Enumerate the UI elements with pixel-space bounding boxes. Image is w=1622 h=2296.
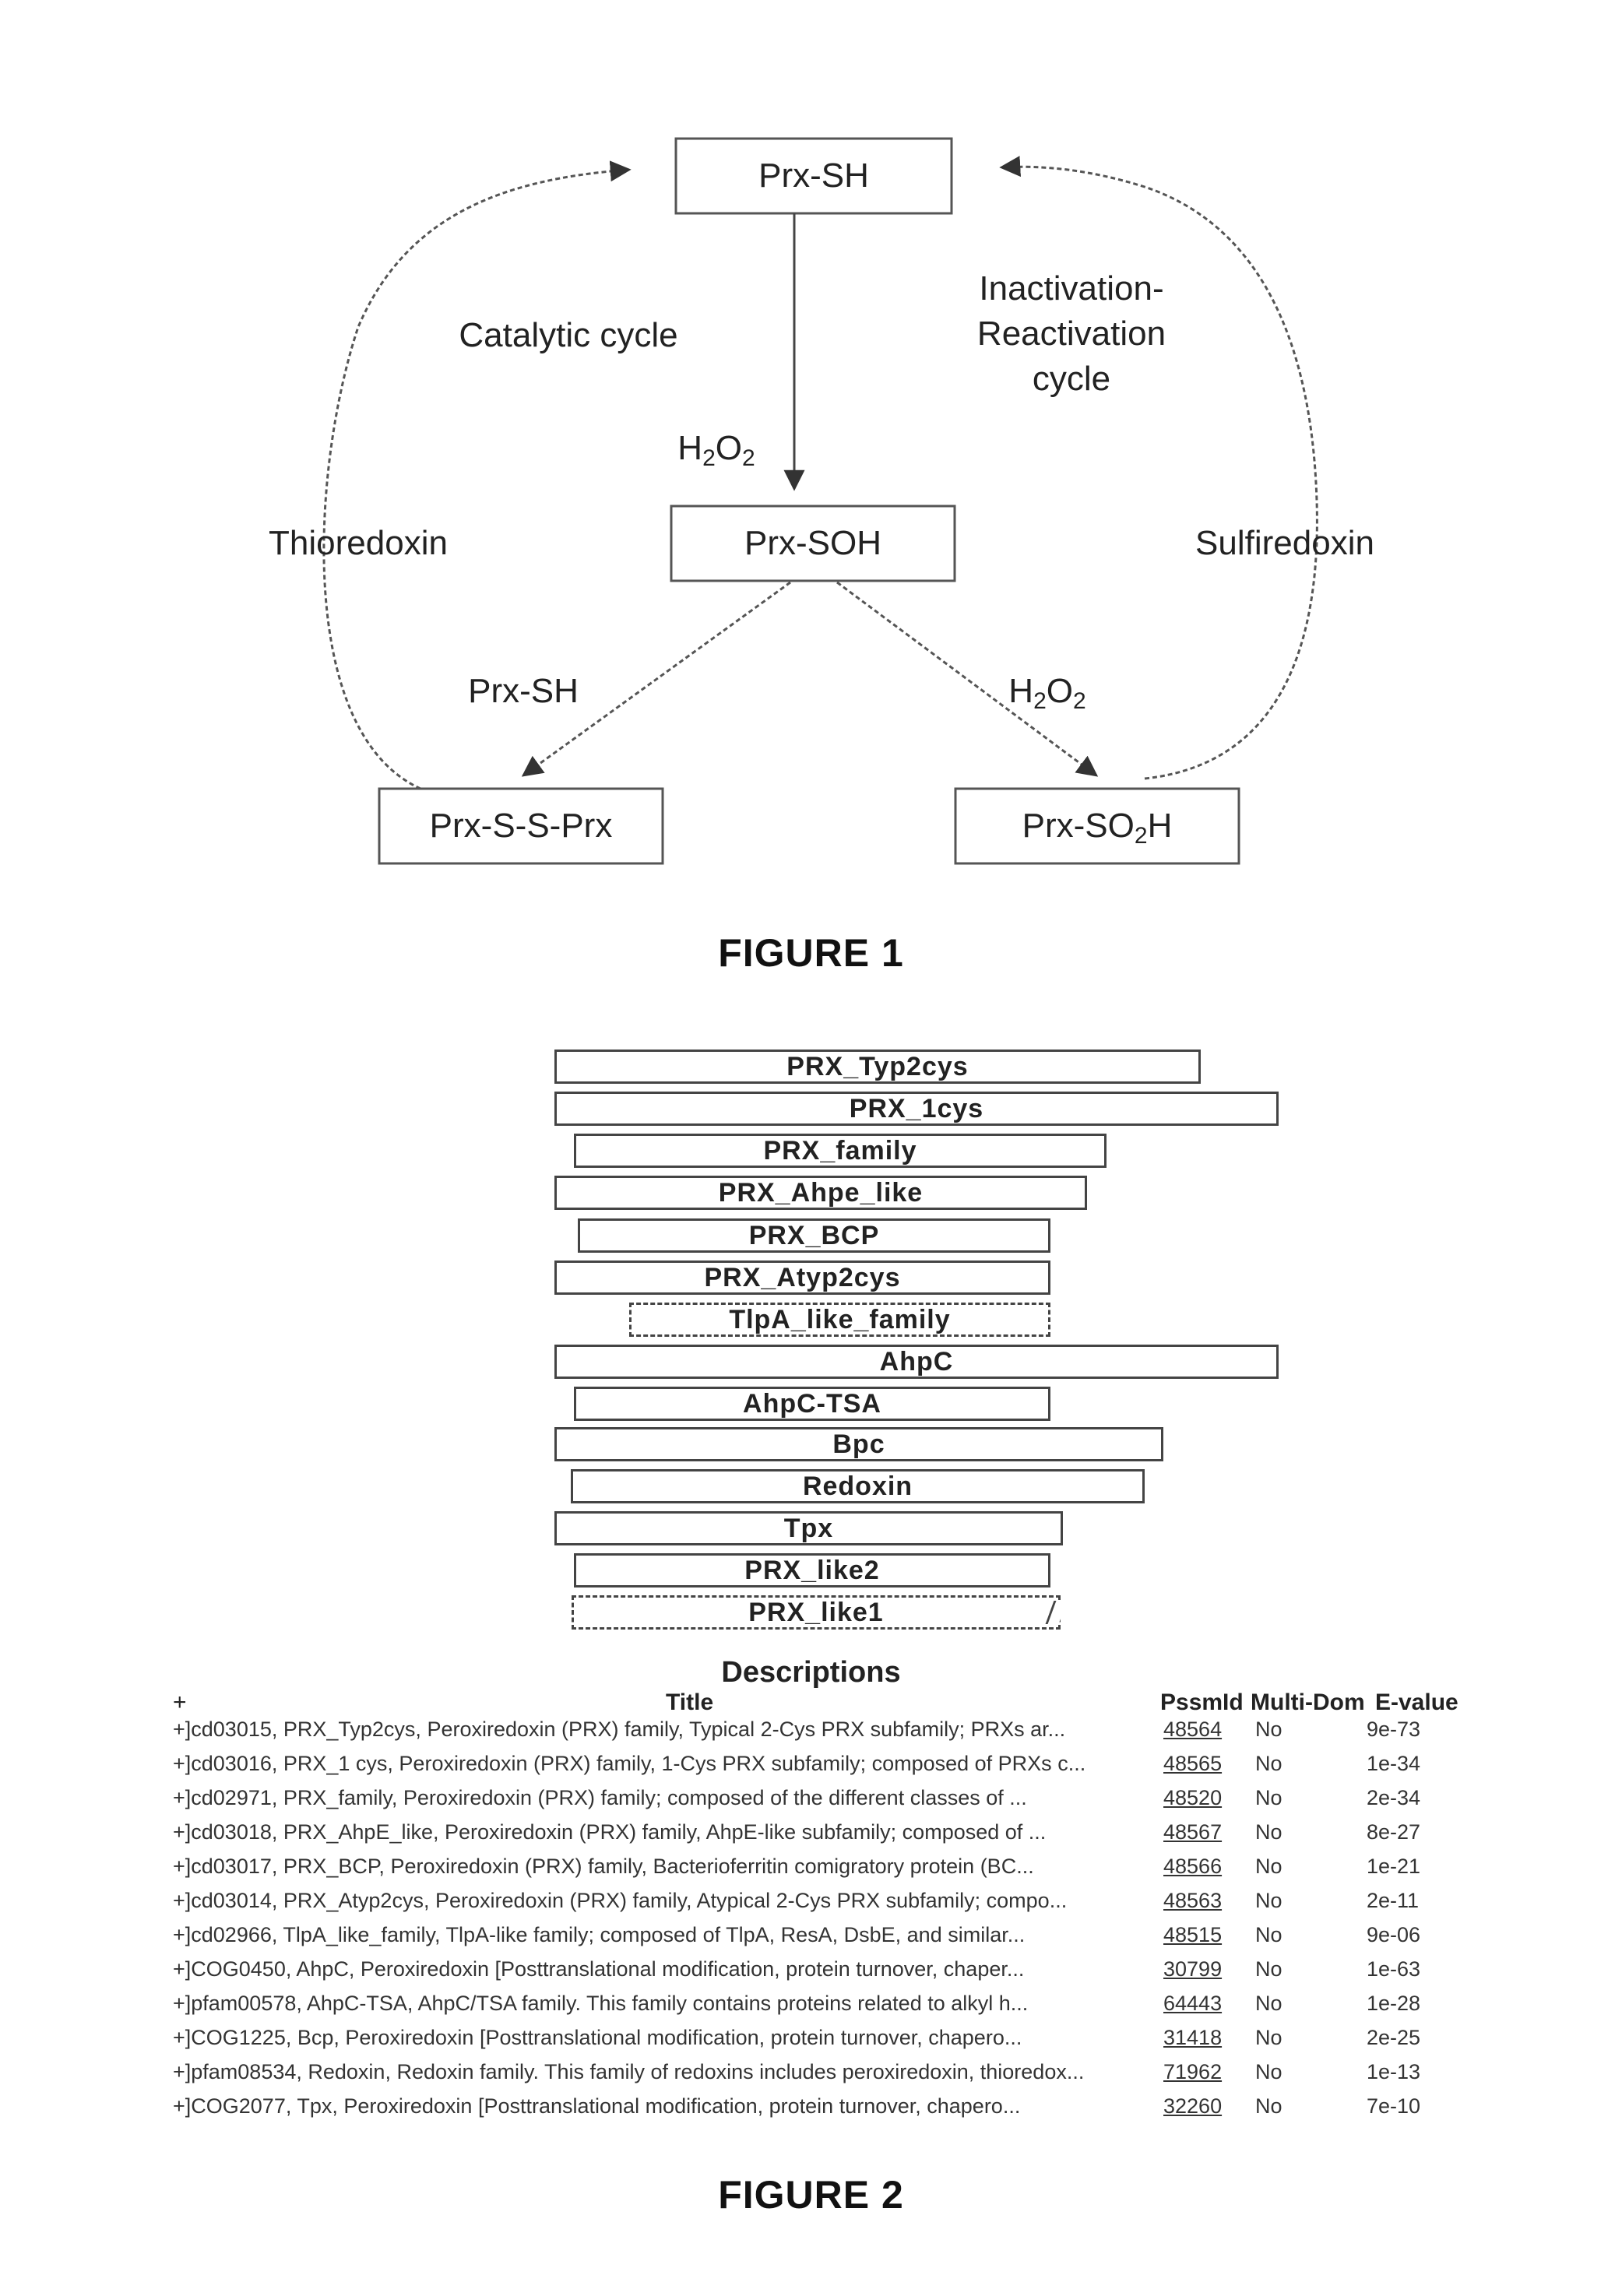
domain-bar-tlpa-like-family[interactable]: TlpA_like_family [629, 1303, 1050, 1337]
column-header-evalue: E-value [1375, 1689, 1458, 1716]
node-prx-sh: Prx-SH [758, 156, 869, 195]
label-prx-sh-edge: Prx-SH [468, 672, 579, 710]
row-multidom: No [1255, 1752, 1282, 1776]
node-prx-so2h: Prx-SO2H [1022, 807, 1173, 849]
descriptions-heading: Descriptions [0, 1656, 1622, 1689]
row-pssmid-link[interactable]: 71962 [1163, 2060, 1222, 2084]
row-evalue: 7e-10 [1367, 2094, 1420, 2118]
domain-bar-redoxin[interactable]: Redoxin [571, 1469, 1145, 1503]
row-pssmid-link[interactable]: 48566 [1163, 1855, 1222, 1879]
row-multidom: No [1255, 1923, 1282, 1947]
expand-all-toggle[interactable]: + [173, 1689, 187, 1716]
label-h2o2-top: H2O2 [677, 429, 755, 471]
truncation-notch [1046, 1601, 1068, 1624]
row-evalue: 2e-11 [1367, 1889, 1419, 1913]
label-h2o2-right: H2O2 [1008, 672, 1085, 714]
row-title[interactable]: +]COG1225, Bcp, Peroxiredoxin [Posttrans… [173, 2026, 1185, 2050]
row-title[interactable]: +]cd03018, PRX_AhpE_like, Peroxiredoxin … [173, 1820, 1185, 1844]
node-prx-s-s-prx: Prx-S-S-Prx [430, 807, 613, 845]
row-evalue: 2e-25 [1367, 2026, 1420, 2050]
row-evalue: 9e-06 [1367, 1923, 1420, 1947]
label-sulfiredoxin: Sulfiredoxin [1195, 524, 1374, 562]
row-title[interactable]: +]COG0450, AhpC, Peroxiredoxin [Posttran… [173, 1957, 1185, 1981]
figure-1-diagram: Prx-SH Prx-SOH Prx-S-S-Prx Prx-SO2H Cata… [0, 0, 1622, 919]
domain-bar-prx-1cys[interactable]: PRX_1cys [554, 1092, 1279, 1126]
domain-bar-tpx[interactable]: Tpx [554, 1511, 1063, 1545]
row-title[interactable]: +]cd03015, PRX_Typ2cys, Peroxiredoxin (P… [173, 1718, 1185, 1742]
row-multidom: No [1255, 2094, 1282, 2118]
row-multidom: No [1255, 2060, 1282, 2084]
domain-bar-prx-atyp2cys[interactable]: PRX_Atyp2cys [554, 1261, 1050, 1295]
row-multidom: No [1255, 2026, 1282, 2050]
row-pssmid-link[interactable]: 48520 [1163, 1786, 1222, 1810]
label-inactivation-2: Reactivation [977, 315, 1166, 353]
row-evalue: 8e-27 [1367, 1820, 1420, 1844]
row-multidom: No [1255, 1786, 1282, 1810]
domain-bar-prx-like1[interactable]: PRX_like1 [572, 1595, 1061, 1630]
row-title[interactable]: +]pfam08534, Redoxin, Redoxin family. Th… [173, 2060, 1185, 2084]
domain-bar-ahpc[interactable]: AhpC [554, 1345, 1279, 1379]
row-title[interactable]: +]pfam00578, AhpC-TSA, AhpC/TSA family. … [173, 1992, 1185, 2016]
domain-bar-prx-typ2cys[interactable]: PRX_Typ2cys [554, 1050, 1201, 1084]
row-pssmid-link[interactable]: 32260 [1163, 2094, 1222, 2118]
row-pssmid-link[interactable]: 64443 [1163, 1992, 1222, 2016]
domain-bar-bpc[interactable]: Bpc [554, 1427, 1163, 1461]
row-title[interactable]: +]cd03014, PRX_Atyp2cys, Peroxiredoxin (… [173, 1889, 1185, 1913]
row-multidom: No [1255, 1820, 1282, 1844]
row-evalue: 1e-63 [1367, 1957, 1420, 1981]
domain-bar-prx-family[interactable]: PRX_family [574, 1134, 1107, 1168]
row-title[interactable]: +]cd03017, PRX_BCP, Peroxiredoxin (PRX) … [173, 1855, 1185, 1879]
figure-1-caption: FIGURE 1 [0, 930, 1622, 976]
row-title[interactable]: +]COG2077, Tpx, Peroxiredoxin [Posttrans… [173, 2094, 1185, 2118]
column-header-pssmid: PssmId [1160, 1689, 1244, 1716]
row-pssmid-link[interactable]: 31418 [1163, 2026, 1222, 2050]
domain-bar-prx-bcp[interactable]: PRX_BCP [578, 1218, 1050, 1253]
row-multidom: No [1255, 1718, 1282, 1742]
row-evalue: 1e-21 [1367, 1855, 1420, 1879]
row-pssmid-link[interactable]: 30799 [1163, 1957, 1222, 1981]
row-pssmid-link[interactable]: 48563 [1163, 1889, 1222, 1913]
node-prx-soh: Prx-SOH [744, 524, 881, 562]
row-evalue: 1e-28 [1367, 1992, 1420, 2016]
row-evalue: 9e-73 [1367, 1718, 1420, 1742]
domain-bar-prx-like2[interactable]: PRX_like2 [574, 1553, 1050, 1588]
domain-bar-prx-ahpe-like[interactable]: PRX_Ahpe_like [554, 1176, 1087, 1210]
row-pssmid-link[interactable]: 48515 [1163, 1923, 1222, 1947]
row-title[interactable]: +]cd03016, PRX_1 cys, Peroxiredoxin (PRX… [173, 1752, 1185, 1776]
row-pssmid-link[interactable]: 48567 [1163, 1820, 1222, 1844]
row-pssmid-link[interactable]: 48565 [1163, 1752, 1222, 1776]
domain-bar-label: PRX_like1 [748, 1598, 883, 1627]
figure-2-caption: FIGURE 2 [0, 2172, 1622, 2217]
label-inactivation-3: cycle [1033, 360, 1110, 398]
row-pssmid-link[interactable]: 48564 [1163, 1718, 1222, 1742]
row-title[interactable]: +]cd02966, TlpA_like_family, TlpA-like f… [173, 1923, 1185, 1947]
domain-bar-ahpc-tsa[interactable]: AhpC-TSA [574, 1387, 1050, 1421]
label-thioredoxin: Thioredoxin [269, 524, 448, 562]
row-multidom: No [1255, 1957, 1282, 1981]
row-multidom: No [1255, 1992, 1282, 2016]
row-evalue: 1e-13 [1367, 2060, 1420, 2084]
label-catalytic-cycle: Catalytic cycle [459, 316, 677, 354]
row-evalue: 1e-34 [1367, 1752, 1420, 1776]
row-evalue: 2e-34 [1367, 1786, 1420, 1810]
row-multidom: No [1255, 1889, 1282, 1913]
row-title[interactable]: +]cd02971, PRX_family, Peroxiredoxin (PR… [173, 1786, 1185, 1810]
row-multidom: No [1255, 1855, 1282, 1879]
label-inactivation-1: Inactivation- [979, 269, 1163, 308]
column-header-title: Title [666, 1689, 713, 1716]
column-header-multidom: Multi-Dom [1251, 1689, 1365, 1716]
